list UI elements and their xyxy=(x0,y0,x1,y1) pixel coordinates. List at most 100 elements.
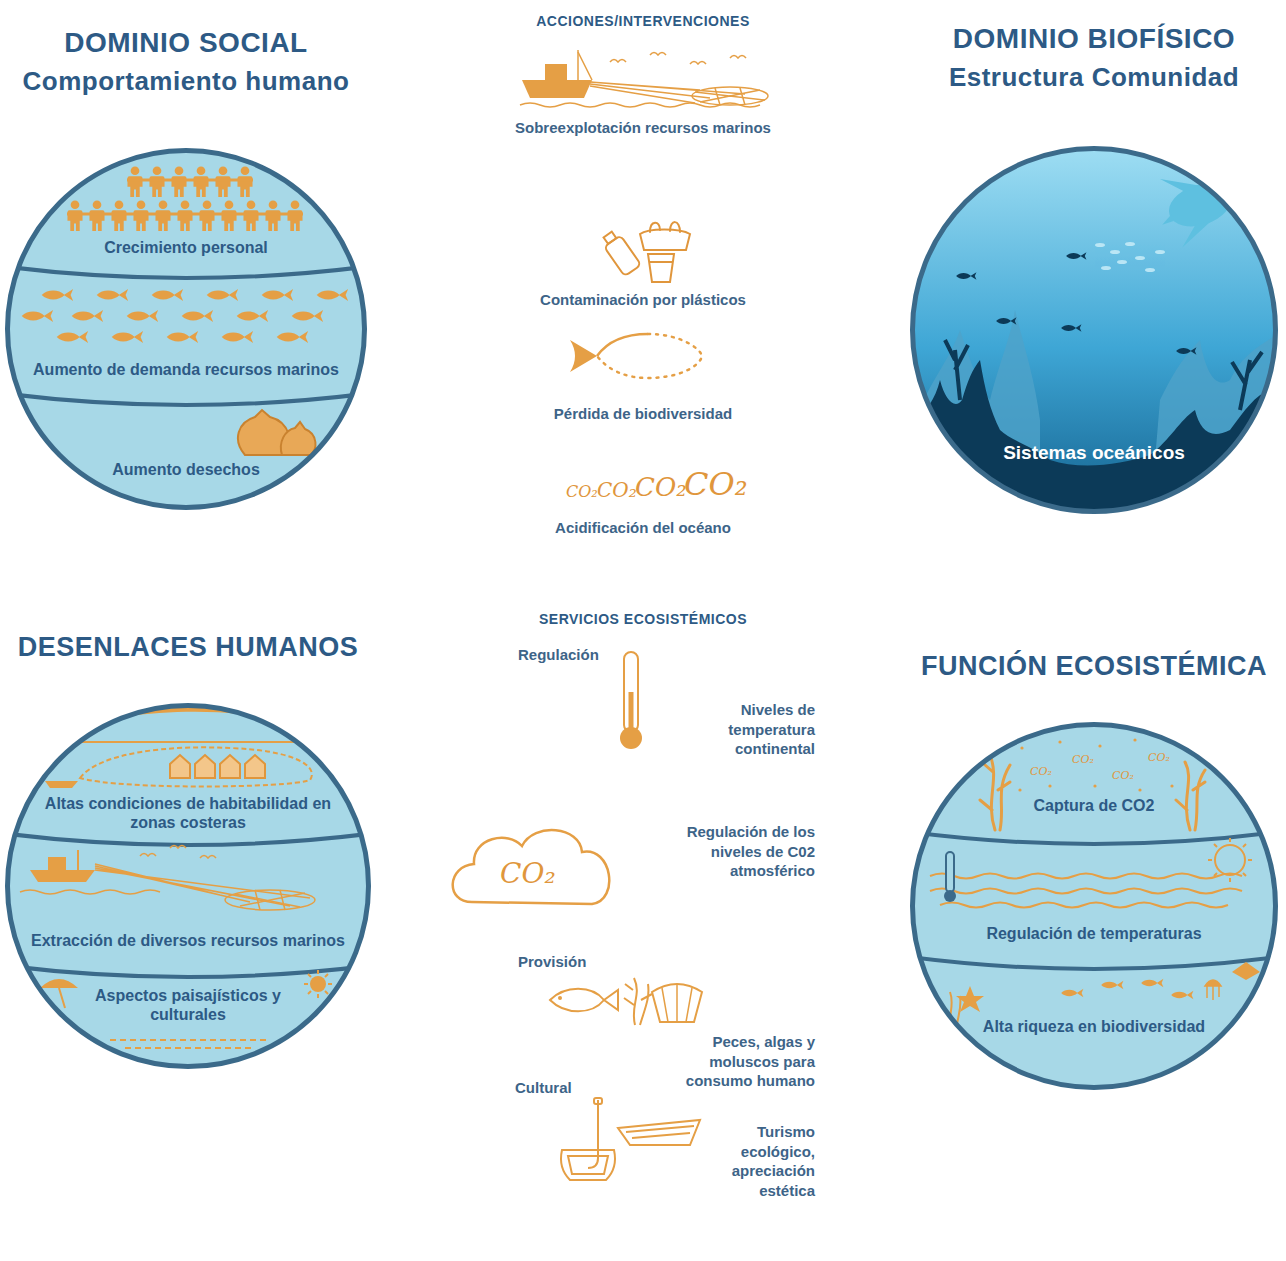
outcomes-illustration xyxy=(77,850,79,870)
domain-heading: Estructura Comunidad xyxy=(949,62,1239,93)
social-illustration xyxy=(177,200,192,231)
social-illustration xyxy=(262,289,293,301)
social-illustration xyxy=(67,213,303,216)
function-illustration xyxy=(1098,744,1101,747)
function-illustration xyxy=(910,722,1278,1090)
function-illustration xyxy=(1138,788,1141,791)
social-illustration xyxy=(67,200,82,231)
social-illustration xyxy=(265,200,280,231)
social-illustration xyxy=(281,422,316,455)
plastic-icon xyxy=(650,223,660,232)
co2-mark: CO₂ xyxy=(566,484,598,500)
provision-icons xyxy=(550,989,604,1012)
function-illustration xyxy=(1018,788,1021,791)
social-illustration xyxy=(207,289,238,301)
circle-band: Aumento desechos xyxy=(5,393,367,510)
outcomes-illustration xyxy=(48,857,66,870)
function-illustration xyxy=(1018,738,1173,791)
social-illustration xyxy=(97,289,128,301)
function-illustration xyxy=(1232,962,1260,980)
function-illustration xyxy=(930,889,1242,894)
circle-band: Regulación de temperaturas xyxy=(910,832,1278,957)
biodiversity-loss-icon xyxy=(597,334,648,356)
biodiversity-loss-icon xyxy=(570,340,597,372)
function-illustration xyxy=(980,755,1205,830)
circle-band: Alta riqueza en biodiversidad xyxy=(910,957,1278,1090)
function-illustration xyxy=(910,722,1278,1090)
outcomes-illustration xyxy=(59,988,65,1008)
social-illustration xyxy=(89,200,104,231)
thermometer-icon xyxy=(624,652,638,732)
social-illustration xyxy=(237,310,268,322)
circle-band: Crecimiento personal xyxy=(5,148,367,266)
overfishing-icon xyxy=(578,52,592,80)
overfishing-icon xyxy=(522,80,592,98)
outcomes-illustration xyxy=(140,846,216,859)
circle-band: Aspectos paisajísticos y culturales xyxy=(5,965,371,1069)
item-label: Niveles de temperatura continental xyxy=(665,700,815,759)
social-illustration xyxy=(171,166,186,197)
social-illustration xyxy=(0,148,372,510)
social-illustration xyxy=(127,179,253,182)
circle-outline xyxy=(913,725,1276,1088)
ocean-illustration xyxy=(1095,243,1105,247)
ocean-illustration xyxy=(1125,242,1135,246)
social-illustration xyxy=(221,200,236,231)
outcomes-illustration xyxy=(0,965,376,977)
band-label: Aumento de demanda recursos marinos xyxy=(25,360,347,379)
outcomes-illustration xyxy=(0,833,376,845)
item-label: Regulación de los niveles de C02 atmosfé… xyxy=(650,822,815,881)
domain-circle: DOMINIO BIOFÍSICOEstructura ComunidadSis… xyxy=(910,146,1278,514)
social-illustration xyxy=(22,289,348,343)
function-illustration xyxy=(1058,740,1061,743)
outcomes-illustration xyxy=(20,846,315,911)
provision-icons xyxy=(558,996,562,1000)
outcomes-illustration xyxy=(170,755,190,778)
function-illustration xyxy=(910,832,1278,844)
biodiversity-loss-icon xyxy=(597,334,702,378)
overfishing-icon xyxy=(610,53,746,65)
item-label: Contaminación por plásticos xyxy=(463,290,823,310)
outcomes-illustration xyxy=(245,755,265,778)
circle-outline xyxy=(913,149,1276,512)
function-illustration xyxy=(1170,784,1173,787)
social-illustration xyxy=(193,166,208,197)
social-illustration xyxy=(182,310,213,322)
domain-circle: DESENLACES HUMANOSAltas condiciones de h… xyxy=(5,703,371,1069)
social-illustration xyxy=(0,266,372,278)
item-label: Cultural xyxy=(515,1078,572,1098)
co2-mark: CO₂ xyxy=(1030,766,1052,777)
overfishing-icon xyxy=(520,50,768,107)
band-label: Altas condiciones de habitabilidad en zo… xyxy=(41,794,335,832)
provision-icons xyxy=(604,990,618,1010)
plastic-icon xyxy=(599,229,641,277)
outcomes-illustration xyxy=(170,755,265,778)
co2-mark: CO₂ xyxy=(684,468,748,500)
ocean-illustration xyxy=(1095,242,1165,272)
circle-outline xyxy=(5,148,367,510)
ocean-illustration xyxy=(910,146,1278,514)
function-illustration xyxy=(1205,980,1221,1000)
social-illustration xyxy=(237,166,252,197)
function-illustration xyxy=(1133,738,1136,741)
outcomes-illustration xyxy=(0,700,376,1069)
plastic-icon xyxy=(604,232,617,244)
circle-band: Captura de CO2 xyxy=(910,722,1278,832)
ocean-illustration xyxy=(910,146,1285,520)
tourism-icons xyxy=(588,1100,598,1168)
provision-icons xyxy=(550,978,702,1025)
thermometer-icon xyxy=(629,692,634,730)
plastic-icon xyxy=(604,235,641,276)
item-label: Acidificación del océano xyxy=(463,518,823,538)
domain-heading: DOMINIO SOCIAL xyxy=(64,26,307,60)
co2-mark: CO₂ xyxy=(597,480,637,500)
outcomes-illustration xyxy=(310,976,326,992)
plastic-icon xyxy=(670,222,680,232)
social-illustration xyxy=(5,148,367,510)
social-illustration xyxy=(292,310,323,322)
item-label: Pérdida de biodiversidad xyxy=(463,404,823,424)
circle-band: Altas condiciones de habitabilidad en zo… xyxy=(5,703,371,833)
function-illustration xyxy=(944,890,956,902)
